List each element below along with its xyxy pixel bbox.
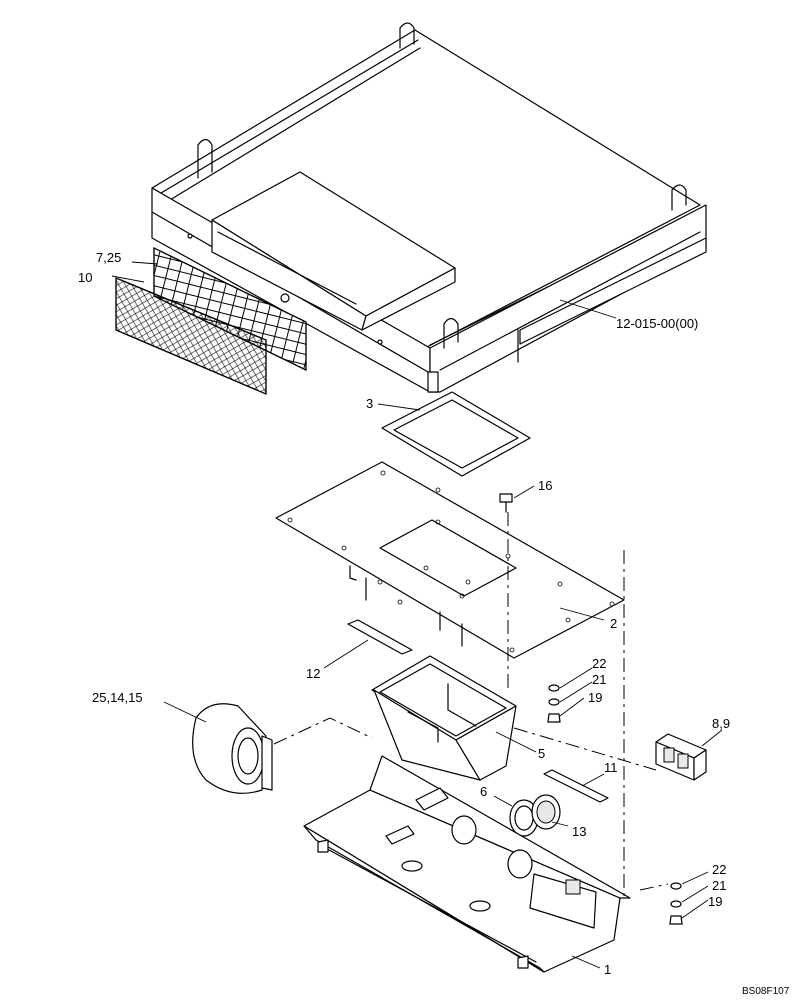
callout-19-upper: 19 [588, 690, 602, 705]
hardware-stack-upper [547, 684, 561, 723]
callout-7-25: 7,25 [96, 250, 121, 265]
hardware-stack-lower [669, 882, 683, 925]
callout-13: 13 [572, 824, 586, 839]
lift-handle-right [671, 184, 687, 211]
callout-21-lower: 21 [712, 878, 726, 893]
callout-1: 1 [604, 962, 611, 977]
callout-11: 11 [604, 760, 618, 775]
lift-handle-front [443, 317, 459, 349]
callout-22-lower: 22 [712, 862, 726, 877]
bolt [499, 493, 513, 513]
callout-19-lower: 19 [708, 894, 722, 909]
drawing-code: BS08F107 [742, 986, 790, 997]
assembly-center-lines [273, 512, 669, 900]
callout-12: 12 [306, 666, 320, 681]
gasket-frame [381, 391, 531, 477]
callout-3: 3 [366, 396, 373, 411]
seal-strip-12 [347, 619, 413, 655]
callout-25-14-15: 25,14,15 [92, 690, 143, 705]
callout-8-9: 8,9 [712, 716, 730, 731]
callout-21-upper: 21 [592, 672, 606, 687]
callout-6: 6 [480, 784, 487, 799]
duct-box [371, 655, 517, 781]
callout-5: 5 [538, 746, 545, 761]
grommet-13 [531, 794, 561, 830]
mesh-filter [115, 277, 267, 395]
callout-16: 16 [538, 478, 552, 493]
seal-strip-11 [543, 769, 609, 803]
control-module [655, 733, 707, 781]
grille-panel [153, 247, 307, 371]
plate-holes [287, 470, 615, 653]
callout-assembly-ref: 12-015-00(00) [616, 316, 698, 331]
callout-2: 2 [610, 616, 617, 631]
base-housing [303, 755, 631, 973]
lift-handle-rear [399, 22, 415, 49]
roof-assembly [151, 22, 707, 393]
callout-10: 10 [78, 270, 92, 285]
mounting-plate [275, 461, 625, 659]
leader-lines [111, 261, 723, 969]
lift-handle-left [197, 138, 213, 179]
callout-22-upper: 22 [592, 656, 606, 671]
condenser-cover [187, 171, 456, 345]
blower-assembly [192, 703, 273, 794]
